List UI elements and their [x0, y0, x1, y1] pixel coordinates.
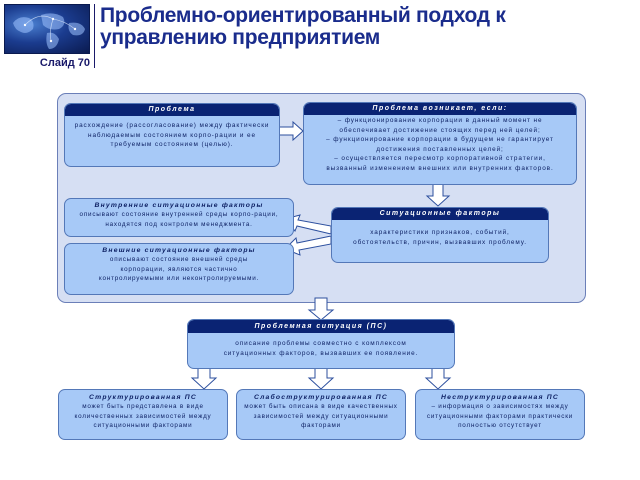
problem-title: Проблема: [65, 104, 279, 116]
arrow-situation-to-weakly: [307, 367, 335, 390]
external-factors-title: Внешние ситуационные факторы: [102, 247, 256, 254]
problem-situation-title: Проблемная ситуация (ПС): [188, 320, 454, 333]
arrow-situation-to-unstructured: [424, 367, 452, 390]
structured-ps-title: Структурированная ПС: [89, 394, 197, 401]
structured-ps-box: Структурированная ПС может быть представ…: [58, 389, 228, 440]
situational-factors-title: Ситуационные факторы: [332, 208, 548, 220]
situational-factors-text: характеристики признаков, событий, обсто…: [353, 229, 527, 246]
condition-line: обеспечивает достижение стоящих перед не…: [339, 126, 541, 134]
title-divider: [94, 4, 95, 68]
problem-conditions-title: Проблема возникает, если:: [304, 103, 576, 115]
arrow-panel-to-situation: [307, 297, 335, 321]
page-title: Проблемно-ориентированный подход к управ…: [100, 4, 506, 49]
unstructured-ps-title: Неструктурированная ПС: [441, 394, 559, 401]
weakly-structured-ps-box: Слабоструктурированная ПС может быть опи…: [236, 389, 406, 440]
arrow-problem-to-conditions: [278, 120, 304, 142]
problem-conditions-box: Проблема возникает, если: – функциониров…: [303, 102, 577, 185]
external-factors-box: Внешние ситуационные факторы описывают с…: [64, 243, 294, 295]
slide-number: Слайд 70: [39, 57, 90, 69]
situational-factors-box: Ситуационные факторы характеристики приз…: [331, 207, 549, 263]
arrow-conditions-to-factors: [425, 182, 451, 207]
unstructured-ps-text: – информация о зависимостях между ситуац…: [426, 403, 574, 429]
internal-factors-title: Внутренние ситуационные факторы: [94, 202, 264, 209]
condition-line: – функционирование корпорации в будущем …: [326, 136, 554, 144]
internal-factors-box: Внутренние ситуационные факторы описываю…: [64, 198, 294, 237]
structured-ps-text: может быть представлена в виде количеств…: [74, 403, 212, 429]
external-factors-text: описывают состояние внешней среды корпор…: [98, 256, 260, 282]
condition-line: – осуществляется пересмотр корпоративной…: [334, 155, 546, 163]
problem-conditions-text: – функционирование корпорации в данный м…: [304, 115, 576, 174]
problem-situation-box: Проблемная ситуация (ПС) описание пробле…: [187, 319, 455, 369]
condition-line: вызванный изменением внешних или внутрен…: [326, 164, 554, 172]
world-map-icon: [13, 13, 85, 49]
condition-line: достижения поставленных целей;: [376, 145, 504, 153]
weakly-structured-ps-text: может быть описана в виде качественных з…: [244, 403, 398, 429]
internal-factors-text: описывают состояние внутренней среды кор…: [79, 211, 279, 228]
problem-box: Проблема расхождение (рассогласование) м…: [64, 103, 280, 167]
problem-text: расхождение (рассогласование) между факт…: [74, 122, 270, 148]
condition-line: – функционирование корпорации в данный м…: [337, 117, 543, 124]
unstructured-ps-box: Неструктурированная ПС – информация о за…: [415, 389, 585, 440]
globe-logo: [4, 4, 90, 54]
problem-situation-text: описание проблемы совместно с комплексом…: [223, 340, 419, 357]
arrow-situation-to-structured: [190, 367, 218, 390]
weakly-structured-ps-title: Слабоструктурированная ПС: [253, 394, 389, 401]
